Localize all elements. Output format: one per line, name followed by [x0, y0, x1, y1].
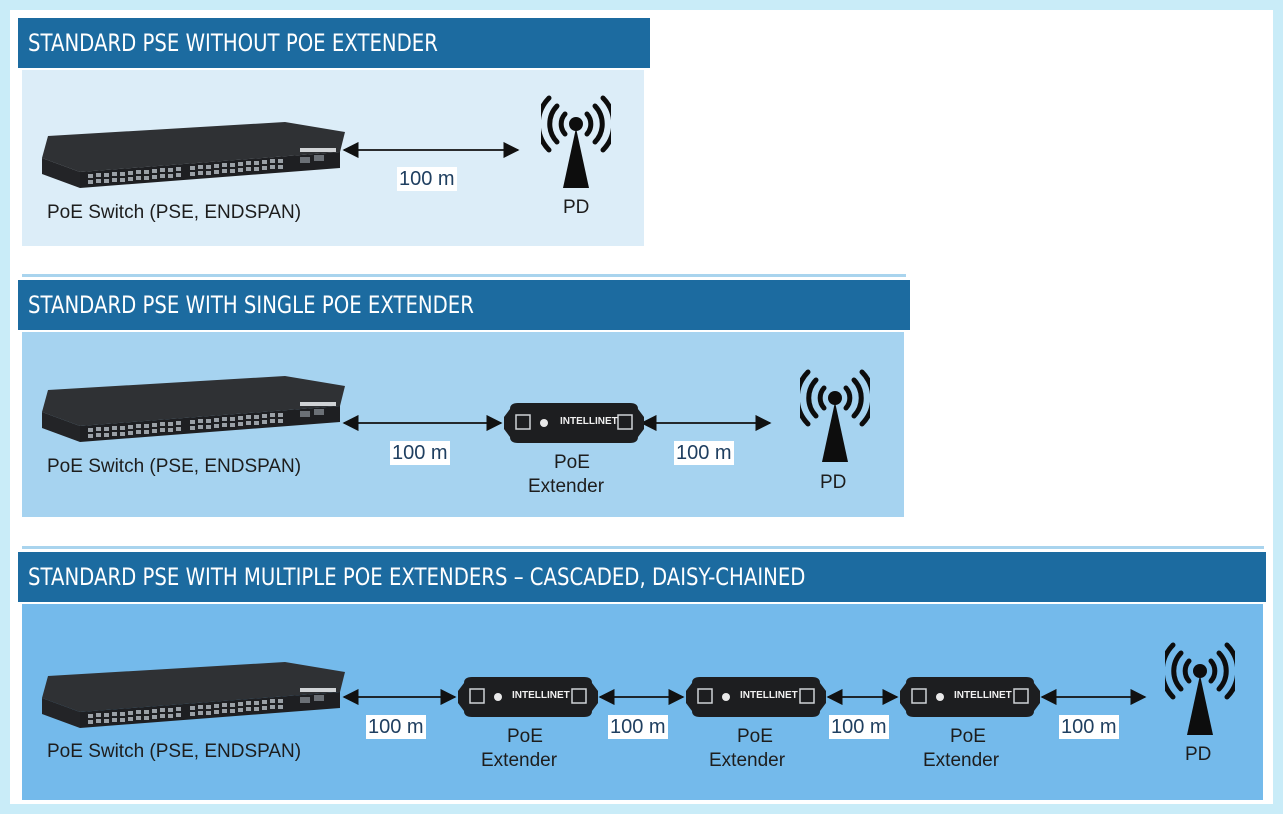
extender-label-line1: PoE — [950, 726, 986, 747]
switch-label: PoE Switch (PSE, ENDSPAN) — [47, 456, 302, 477]
double-headed-arrow — [342, 688, 1147, 706]
double-headed-arrow — [342, 414, 772, 432]
switch-label: PoE Switch (PSE, ENDSPAN) — [47, 741, 302, 762]
section-title: STANDARD PSE WITHOUT POE EXTENDER — [18, 18, 650, 68]
diagram-canvas: STANDARD PSE WITHOUT POE EXTENDER PoE Sw… — [10, 10, 1273, 804]
section-divider — [22, 546, 1264, 549]
extender-brand: INTELLINET — [954, 690, 1012, 701]
extender-label-line2: Extender — [923, 750, 1000, 771]
extender-brand: INTELLINET — [512, 690, 570, 701]
pd-label: PD — [820, 472, 847, 493]
section-title: STANDARD PSE WITH MULTIPLE POE EXTENDERS… — [18, 552, 1266, 602]
extender-label-line1: PoE — [554, 452, 590, 473]
wireless-antenna-icon — [1165, 637, 1235, 737]
switch-label: PoE Switch (PSE, ENDSPAN) — [47, 202, 302, 223]
distance-label: 100 m — [366, 715, 426, 739]
extender-label-line2: Extender — [709, 750, 786, 771]
distance-label: 100 m — [397, 167, 457, 191]
pd-label: PD — [563, 197, 590, 218]
extender-label-line2: Extender — [481, 750, 558, 771]
distance-label: 100 m — [674, 441, 734, 465]
distance-label: 100 m — [1059, 715, 1119, 739]
extender-brand: INTELLINET — [740, 690, 798, 701]
pd-label: PD — [1185, 744, 1212, 765]
double-headed-arrow — [342, 141, 520, 159]
extender-label-line1: PoE — [737, 726, 773, 747]
distance-label: 100 m — [829, 715, 889, 739]
section-divider — [22, 274, 906, 277]
distance-label: 100 m — [608, 715, 668, 739]
extender-label-line1: PoE — [507, 726, 543, 747]
distance-label: 100 m — [390, 441, 450, 465]
section-title: STANDARD PSE WITH SINGLE POE EXTENDER — [18, 280, 910, 330]
extender-brand: INTELLINET — [560, 416, 618, 427]
extender-label-line2: Extender — [528, 476, 605, 497]
